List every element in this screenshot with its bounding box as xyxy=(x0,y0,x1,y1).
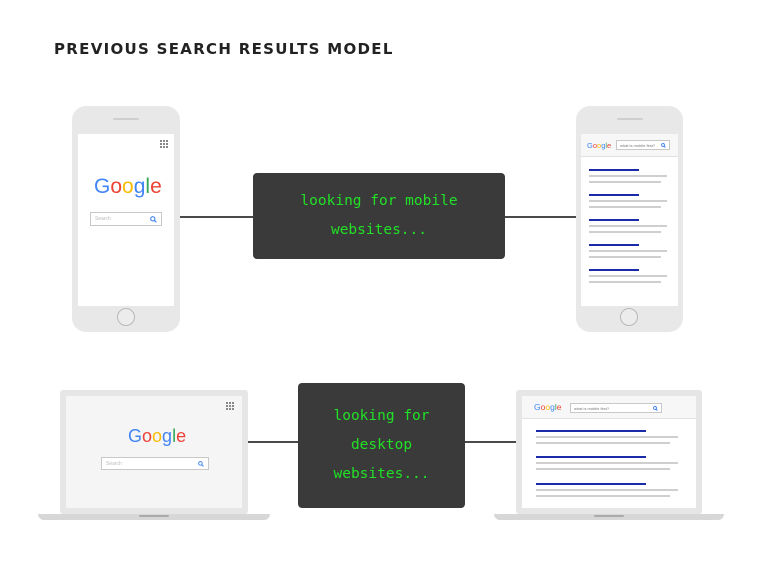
query-line: websites... xyxy=(333,466,430,482)
search-placeholder: Search xyxy=(95,216,111,222)
logo-letter: o xyxy=(122,175,134,198)
logo-letter: e xyxy=(607,141,612,150)
result-link[interactable] xyxy=(536,483,646,485)
apps-grid-icon xyxy=(160,140,168,148)
logo-letter: G xyxy=(587,141,593,150)
phone-speaker xyxy=(616,118,643,120)
logo-letter: o xyxy=(142,426,153,446)
result-snippet xyxy=(536,468,670,470)
search-query: what is mobile first? xyxy=(620,143,656,148)
phone-screen-results: Google what is mobile first? xyxy=(581,134,678,306)
result-snippet xyxy=(589,231,661,233)
laptop-base xyxy=(494,514,724,520)
google-logo: Google xyxy=(128,426,186,447)
result-link[interactable] xyxy=(589,219,639,221)
phone-speaker xyxy=(113,118,139,120)
left-phone: Google Search xyxy=(72,106,180,332)
right-phone: Google what is mobile first? xyxy=(576,106,683,332)
logo-letter: G xyxy=(94,175,111,198)
search-icon xyxy=(150,216,157,223)
logo-letter: e xyxy=(150,175,162,198)
query-line: websites... xyxy=(330,222,427,238)
laptop-screen-results: Google what is mobile first? xyxy=(522,396,696,508)
logo-letter: o xyxy=(592,141,598,150)
phone-screen-search: Google Search xyxy=(78,134,174,306)
logo-letter: e xyxy=(556,402,562,412)
result-snippet xyxy=(589,275,667,277)
logo-letter: g xyxy=(601,141,606,150)
laptop-notch xyxy=(139,515,169,517)
search-icon xyxy=(661,143,666,148)
laptop-notch xyxy=(594,515,624,517)
connector-line xyxy=(505,216,576,218)
home-button xyxy=(117,308,135,326)
logo-letter: g xyxy=(550,402,555,412)
logo-letter: o xyxy=(545,402,551,412)
logo-letter: G xyxy=(534,402,541,412)
result-snippet xyxy=(536,489,678,491)
result-link[interactable] xyxy=(536,430,646,432)
result-link[interactable] xyxy=(589,169,639,171)
logo-letter: e xyxy=(176,426,187,446)
result-snippet xyxy=(536,462,678,464)
result-link[interactable] xyxy=(589,269,639,271)
search-input[interactable]: what is mobile first? xyxy=(616,140,670,150)
result-snippet xyxy=(589,181,661,183)
result-snippet xyxy=(589,206,661,208)
result-snippet xyxy=(589,256,661,258)
logo-letter: g xyxy=(162,426,173,446)
logo-letter: o xyxy=(152,426,163,446)
result-snippet xyxy=(589,225,667,227)
search-input[interactable]: Search xyxy=(101,457,209,470)
mobile-query-box: looking for mobile websites... xyxy=(253,173,505,259)
result-link[interactable] xyxy=(536,456,646,458)
right-laptop: Google what is mobile first? xyxy=(516,390,702,514)
search-placeholder: Search xyxy=(106,461,122,467)
result-snippet xyxy=(589,200,667,202)
result-snippet xyxy=(536,442,670,444)
result-link[interactable] xyxy=(589,194,639,196)
search-icon xyxy=(653,406,658,411)
logo-letter: G xyxy=(128,426,143,446)
apps-grid-icon xyxy=(226,402,234,410)
result-link[interactable] xyxy=(589,244,639,246)
connector-line xyxy=(248,441,298,443)
search-input[interactable]: what is mobile first? xyxy=(570,403,662,413)
google-logo: Google xyxy=(587,141,611,150)
logo-letter: o xyxy=(110,175,123,198)
google-logo: Google xyxy=(94,175,162,199)
logo-letter: o xyxy=(540,402,546,412)
home-button xyxy=(620,308,638,326)
left-laptop: Google Search xyxy=(60,390,248,514)
diagram-title: PREVIOUS SEARCH RESULTS MODEL xyxy=(54,40,394,58)
search-input[interactable]: Search xyxy=(90,212,162,226)
google-logo: Google xyxy=(534,402,561,412)
logo-letter: l xyxy=(145,175,151,198)
result-snippet xyxy=(589,175,667,177)
search-query: what is mobile first? xyxy=(574,406,610,411)
logo-letter: l xyxy=(554,402,557,412)
laptop-base xyxy=(38,514,270,520)
result-snippet xyxy=(589,281,661,283)
logo-letter: l xyxy=(172,426,177,446)
laptop-screen-search: Google Search xyxy=(66,396,242,508)
desktop-query-box: looking for desktop websites... xyxy=(298,383,465,508)
query-line: desktop xyxy=(350,437,413,453)
search-icon xyxy=(198,461,204,467)
result-snippet xyxy=(589,250,667,252)
result-snippet xyxy=(536,495,670,497)
logo-letter: g xyxy=(133,175,146,198)
logo-letter: o xyxy=(597,141,602,150)
connector-line xyxy=(180,216,253,218)
result-snippet xyxy=(536,436,678,438)
connector-line xyxy=(465,441,516,443)
logo-letter: l xyxy=(605,141,608,150)
query-line: looking for xyxy=(333,408,430,424)
query-line: looking for mobile xyxy=(300,193,458,209)
